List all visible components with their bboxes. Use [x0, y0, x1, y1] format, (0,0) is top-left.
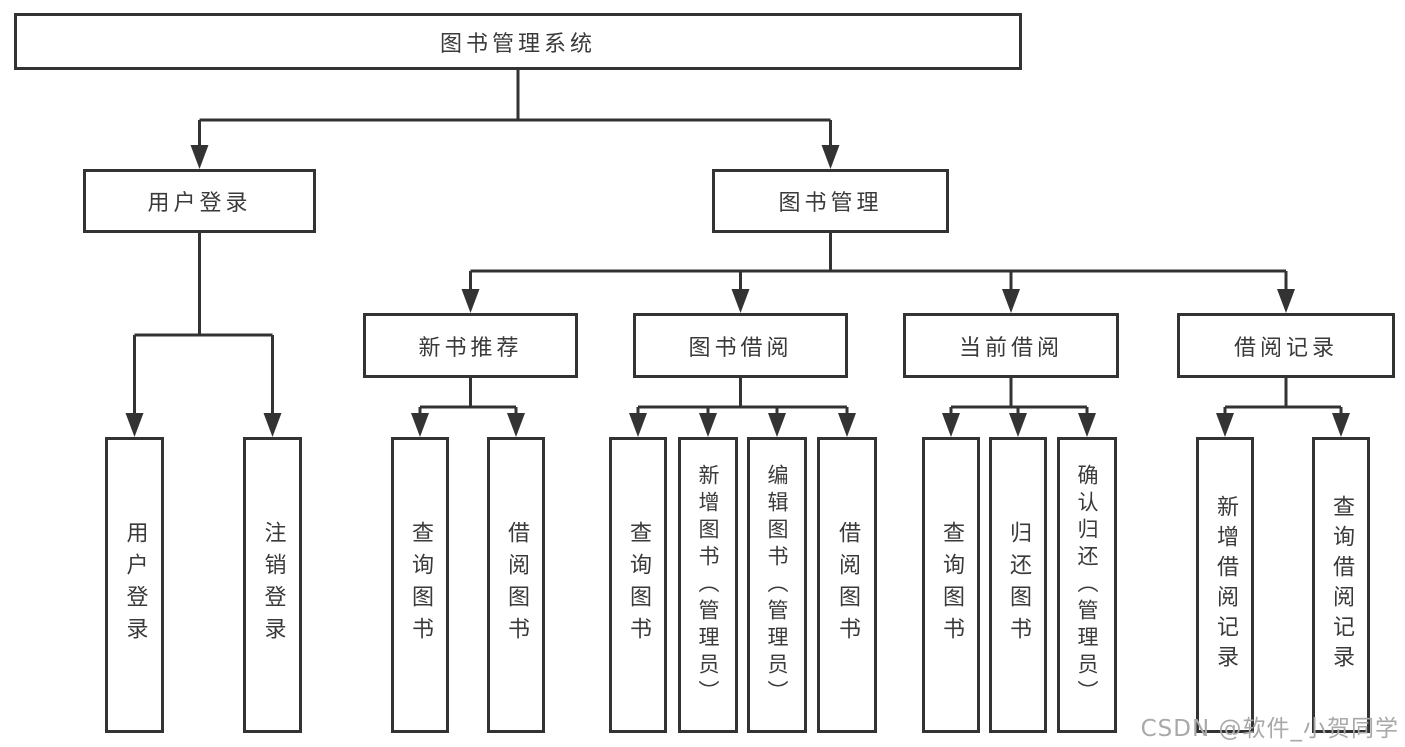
node-add-books-admin: 新增图书（管理员） — [678, 437, 738, 733]
connector-userlogin-to-leaves — [125, 233, 282, 437]
node-user-login: 用户登录 — [83, 169, 316, 233]
node-borrow-books-borrowing: 借阅图书 — [817, 437, 877, 733]
node-add-borrow-record: 新增借阅记录 — [1196, 437, 1254, 733]
node-borrow-books-recommend: 借阅图书 — [487, 437, 545, 733]
connector-recommend-to-leaves — [411, 378, 525, 437]
node-query-borrow-record: 查询借阅记录 — [1312, 437, 1370, 733]
node-query-books-borrowing: 查询图书 — [609, 437, 667, 733]
node-logout-action: 注销登录 — [243, 437, 302, 733]
node-return-books: 归还图书 — [989, 437, 1047, 733]
connector-borrowing-to-leaves — [629, 378, 856, 437]
node-new-book-recommend: 新书推荐 — [363, 313, 578, 378]
node-edit-books-admin: 编辑图书（管理员） — [747, 437, 807, 733]
node-confirm-return-admin: 确认归还（管理员） — [1057, 437, 1117, 733]
node-current-borrowing: 当前借阅 — [903, 313, 1119, 378]
node-user-login-action: 用户登录 — [105, 437, 164, 733]
connector-bookmgmt-to-level3 — [461, 233, 1295, 313]
connector-root-to-level2 — [190, 70, 840, 169]
node-book-borrowing: 图书借阅 — [633, 313, 848, 378]
node-library-management-system: 图书管理系统 — [14, 13, 1022, 70]
node-query-books-current: 查询图书 — [922, 437, 980, 733]
node-borrowing-records: 借阅记录 — [1177, 313, 1395, 378]
connector-records-to-leaves — [1216, 378, 1350, 437]
node-query-books-recommend: 查询图书 — [391, 437, 449, 733]
connector-current-to-leaves — [942, 378, 1096, 437]
node-book-management: 图书管理 — [712, 169, 949, 233]
csdn-watermark: CSDN @软件_小贺同学 — [1140, 716, 1399, 742]
